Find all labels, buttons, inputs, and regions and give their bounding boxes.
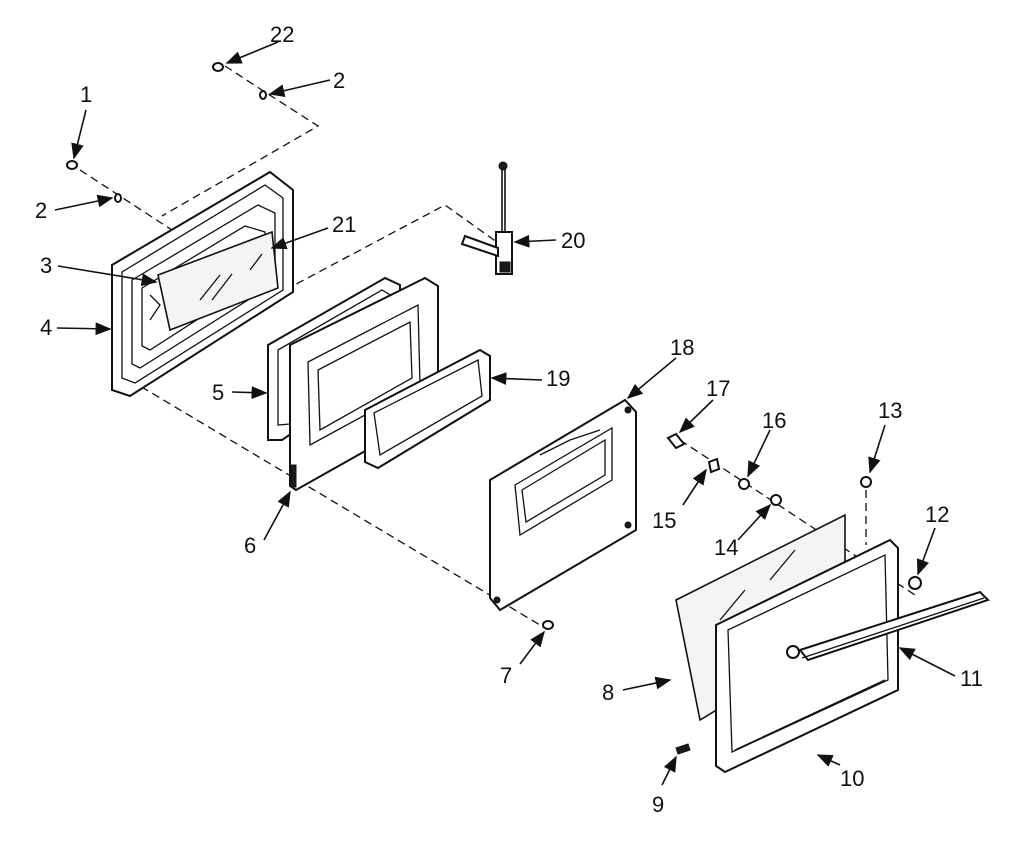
label-18: 18: [670, 335, 694, 360]
label-17: 17: [706, 376, 730, 401]
label-14: 14: [714, 535, 738, 560]
label-21: 21: [332, 212, 356, 237]
leader-lines: [54, 41, 956, 786]
door-handle: [786, 590, 990, 662]
label-1: 1: [80, 82, 92, 107]
label-11: 11: [960, 666, 983, 691]
label-2: 2: [333, 68, 345, 93]
label-16: 16: [762, 408, 786, 433]
label-22: 22: [270, 22, 294, 47]
hardware-parts: [66, 62, 922, 755]
label-15: 15: [652, 508, 676, 533]
label-20: 20: [561, 228, 585, 253]
label-5: 5: [212, 380, 224, 405]
label-13: 13: [878, 398, 902, 423]
label-3: 3: [40, 253, 52, 278]
label-8: 8: [602, 680, 614, 705]
label-2-lower: 2: [35, 198, 47, 223]
oven-window-glass: [149, 230, 279, 332]
label-9: 9: [652, 792, 664, 817]
label-6: 6: [244, 533, 256, 558]
door-hinge: [460, 161, 513, 275]
window-frame: [364, 348, 491, 470]
label-12: 12: [925, 502, 949, 527]
inner-door-panel: [489, 398, 637, 612]
label-7: 7: [500, 663, 512, 688]
label-19: 19: [546, 366, 570, 391]
part-labels: 1 2 2 3 4 5 6 7 8 9 10 11 12 13 14 15 16…: [35, 22, 983, 817]
label-10: 10: [840, 766, 864, 791]
label-4: 4: [40, 315, 52, 340]
